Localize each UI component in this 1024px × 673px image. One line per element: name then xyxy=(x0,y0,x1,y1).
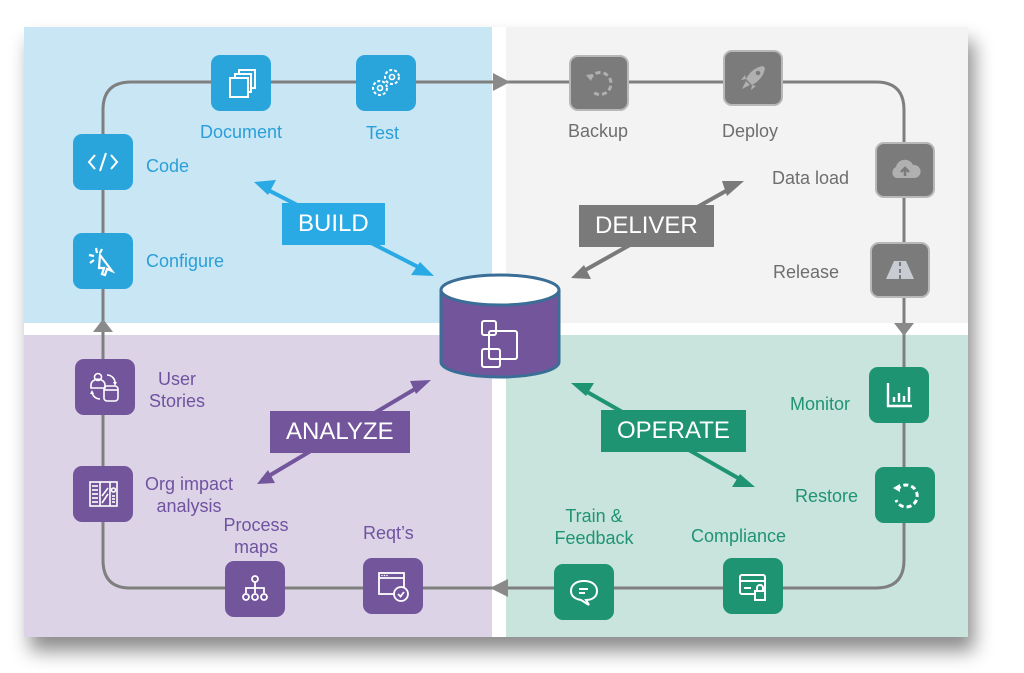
configure-tile[interactable] xyxy=(73,233,133,289)
user-stories-label: User Stories xyxy=(145,368,209,412)
restore-label: Restore xyxy=(795,486,859,506)
bar-chart-icon xyxy=(886,383,912,408)
arrowhead-up xyxy=(93,319,113,332)
data-load-label: Data load xyxy=(772,168,850,188)
restore-tile[interactable] xyxy=(875,467,935,523)
road-icon xyxy=(886,261,914,279)
monitor-label: Monitor xyxy=(790,394,851,414)
release-tile[interactable] xyxy=(870,242,930,298)
card-lock-icon xyxy=(739,574,766,601)
dashboard-panel-icon xyxy=(89,481,118,507)
arrowhead-down xyxy=(894,323,914,336)
chat-bubble-icon xyxy=(569,579,599,606)
process-label-line1: Process xyxy=(223,515,289,535)
monitor-tile[interactable] xyxy=(869,367,929,423)
gears-icon xyxy=(372,69,400,96)
backup-label: Backup xyxy=(568,121,629,141)
user-stories-tile[interactable] xyxy=(75,359,135,415)
test-tile[interactable] xyxy=(356,55,416,111)
code-label: Code xyxy=(146,156,190,176)
linked-squares-icon xyxy=(481,320,518,368)
process-label-line2: maps xyxy=(233,537,278,557)
org-impact-label: Org impact analysis xyxy=(136,473,242,517)
train-feedback-tile[interactable] xyxy=(554,564,614,620)
user-stories-line1: User xyxy=(157,369,196,389)
org-impact-line1: Org impact xyxy=(144,474,234,494)
code-tile[interactable] xyxy=(73,134,133,190)
circular-arrow-icon xyxy=(586,71,613,96)
test-label: Test xyxy=(366,123,400,143)
org-impact-tile[interactable] xyxy=(73,466,133,522)
rocket-icon xyxy=(741,66,765,90)
compliance-label: Compliance xyxy=(691,526,787,546)
train-label-line2: Feedback xyxy=(554,528,634,548)
user-cycle-icon xyxy=(90,372,119,402)
release-label: Release xyxy=(773,262,840,282)
arrowhead-left xyxy=(490,579,508,597)
compliance-tile[interactable] xyxy=(723,558,783,614)
user-stories-line2: Stories xyxy=(148,391,206,411)
pointer-click-icon xyxy=(88,247,116,277)
arrowhead-right xyxy=(493,73,510,91)
org-tree-icon xyxy=(242,575,268,601)
build-phase-label: BUILD xyxy=(282,203,385,245)
reqts-tile[interactable] xyxy=(363,558,423,614)
code-brackets-icon xyxy=(87,152,119,172)
stacked-pages-icon xyxy=(229,69,256,98)
hub-database[interactable] xyxy=(439,273,561,379)
document-label: Document xyxy=(200,122,283,142)
deploy-label: Deploy xyxy=(722,121,779,141)
deliver-phase-label: DELIVER xyxy=(579,205,714,247)
train-feedback-label: Train & Feedback xyxy=(546,505,642,549)
cloud-upload-icon xyxy=(892,159,921,178)
configure-label: Configure xyxy=(146,251,225,271)
document-tile[interactable] xyxy=(211,55,271,111)
backup-tile[interactable] xyxy=(569,55,629,111)
deploy-tile[interactable] xyxy=(723,50,783,106)
org-impact-line2: analysis xyxy=(156,496,222,516)
train-label-line1: Train & xyxy=(565,506,623,526)
analyze-phase-label: ANALYZE xyxy=(270,411,410,453)
circular-arrow-icon xyxy=(893,483,919,509)
operate-phase-label: OPERATE xyxy=(601,410,746,452)
data-load-tile[interactable] xyxy=(875,142,935,198)
process-maps-tile[interactable] xyxy=(225,561,285,617)
process-maps-label: Process maps xyxy=(210,514,302,558)
window-check-icon xyxy=(378,572,409,602)
reqts-label: Reqt’s xyxy=(363,523,414,543)
